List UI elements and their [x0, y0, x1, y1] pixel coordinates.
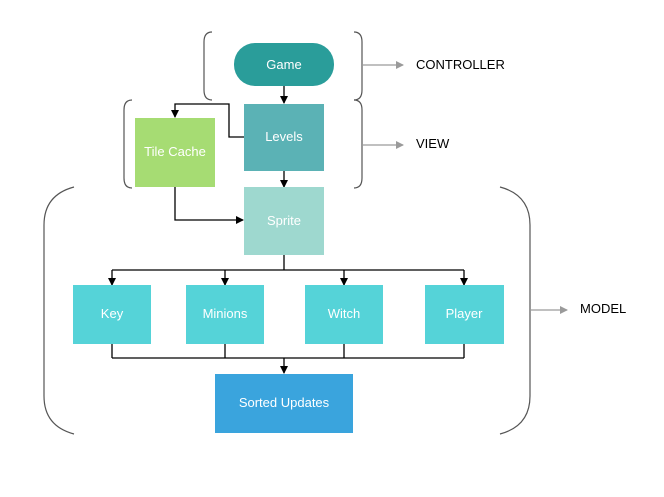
node-tile-cache-label: Tile Cache [144, 144, 206, 159]
node-levels-label: Levels [265, 129, 303, 144]
levels-to-tile-cache-arrow [171, 103, 244, 138]
controller-brace [203, 31, 363, 101]
node-minions-label: Minions [203, 306, 248, 321]
node-tile-cache[interactable]: Tile Cache [135, 118, 215, 187]
node-key[interactable]: Key [73, 285, 151, 344]
model-brace [43, 186, 531, 435]
node-player[interactable]: Player [425, 285, 504, 344]
node-witch-label: Witch [328, 306, 361, 321]
view-brace [123, 99, 363, 189]
node-witch[interactable]: Witch [305, 285, 383, 344]
entities-fanin-connectors [111, 344, 465, 374]
sprite-fanout-connectors [108, 255, 468, 286]
node-minions[interactable]: Minions [186, 285, 264, 344]
node-player-label: Player [446, 306, 484, 321]
tile-cache-to-sprite-arrow [174, 187, 244, 224]
node-sorted-updates-label: Sorted Updates [239, 395, 330, 410]
view-label: VIEW [416, 136, 450, 151]
controller-label: CONTROLLER [416, 57, 505, 72]
node-sprite-label: Sprite [267, 213, 301, 228]
node-game-label: Game [266, 57, 301, 72]
model-label: MODEL [580, 301, 626, 316]
node-sorted-updates[interactable]: Sorted Updates [215, 374, 353, 433]
node-levels[interactable]: Levels [244, 104, 324, 171]
node-sprite[interactable]: Sprite [244, 187, 324, 255]
node-key-label: Key [101, 306, 124, 321]
node-game[interactable]: Game [234, 43, 334, 86]
